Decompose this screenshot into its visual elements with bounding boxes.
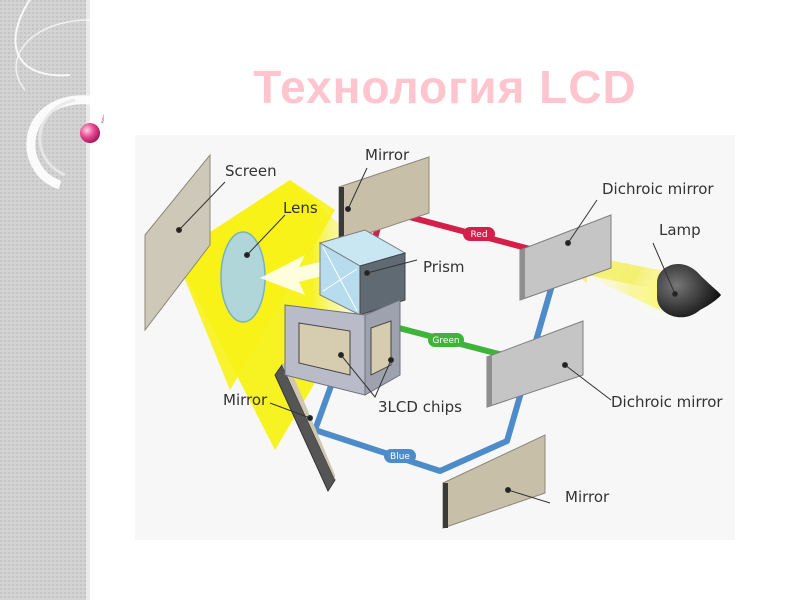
label-mirror-top: Mirror — [365, 146, 410, 164]
prism-diagonal-2 — [322, 268, 358, 292]
lcd-projector-diagram: Red Green Blue — [135, 135, 735, 540]
dot-mirror-left — [307, 415, 313, 421]
bullet-glyph: ⅈ — [101, 115, 105, 126]
dichroic-mirror-top-edge — [520, 248, 525, 300]
prism-side — [359, 252, 406, 316]
green-beam-label: Green — [432, 336, 459, 346]
label-prism: Prism — [423, 258, 465, 276]
label-lens: Lens — [283, 199, 318, 217]
dot-dichroic-mid — [562, 362, 568, 368]
dot-mirror-top — [345, 206, 351, 212]
red-beam-label-bg — [463, 227, 495, 241]
lcd-chip-front — [298, 322, 351, 376]
dot-prism — [364, 270, 370, 276]
label-mirror-left: Mirror — [223, 391, 268, 409]
label-dichroic-top: Dichroic mirror — [602, 180, 714, 198]
lens — [220, 231, 266, 323]
dot-lcd-chips — [338, 352, 344, 358]
lcd-chip-side — [370, 320, 392, 376]
leader-lcd-chips — [340, 354, 392, 398]
leader-lamp — [652, 242, 676, 295]
leader-dichroic-mid — [564, 364, 612, 401]
leader-screen — [178, 181, 226, 231]
prism-assembly — [284, 229, 407, 396]
dot-mirror-bottom — [505, 487, 511, 493]
dot-dichroic-top — [565, 240, 571, 246]
dichroic-mirror-mid-edge — [487, 355, 492, 407]
label-dichroic-mid: Dichroic mirror — [611, 393, 723, 411]
leader-prism — [366, 259, 418, 274]
output-arrow — [260, 255, 325, 295]
mirror-bottom-edge — [443, 483, 448, 528]
leader-dichroic-top — [567, 199, 598, 244]
leader-lens — [246, 214, 286, 256]
red-beam-label: Red — [470, 230, 487, 240]
green-beam-label-bg — [428, 333, 464, 347]
label-screen: Screen — [225, 162, 277, 180]
lamp — [657, 263, 721, 318]
bullet-sphere — [80, 123, 100, 143]
blue-beam-label-bg — [384, 449, 416, 463]
blue-beam-label: Blue — [390, 452, 410, 462]
screen-panel — [144, 153, 211, 332]
dot-screen — [176, 227, 182, 233]
decorative-sidebar — [0, 0, 90, 600]
dot-lcd-chips-side — [388, 357, 394, 363]
leader-mirror-left — [269, 402, 311, 419]
dot-lamp — [672, 291, 678, 297]
leader-lines — [176, 167, 678, 504]
leader-mirror-top — [347, 167, 368, 210]
dot-lens — [244, 252, 250, 258]
leader-mirror-bottom — [507, 489, 551, 504]
label-lamp: Lamp — [659, 221, 701, 239]
mirror-top-edge — [339, 187, 344, 243]
label-mirror-bottom: Mirror — [565, 488, 610, 506]
label-lcd-chips: 3LCD chips — [378, 398, 462, 416]
slide-title: Технология LCD — [253, 61, 637, 113]
prism-diagonal-1 — [322, 246, 358, 312]
